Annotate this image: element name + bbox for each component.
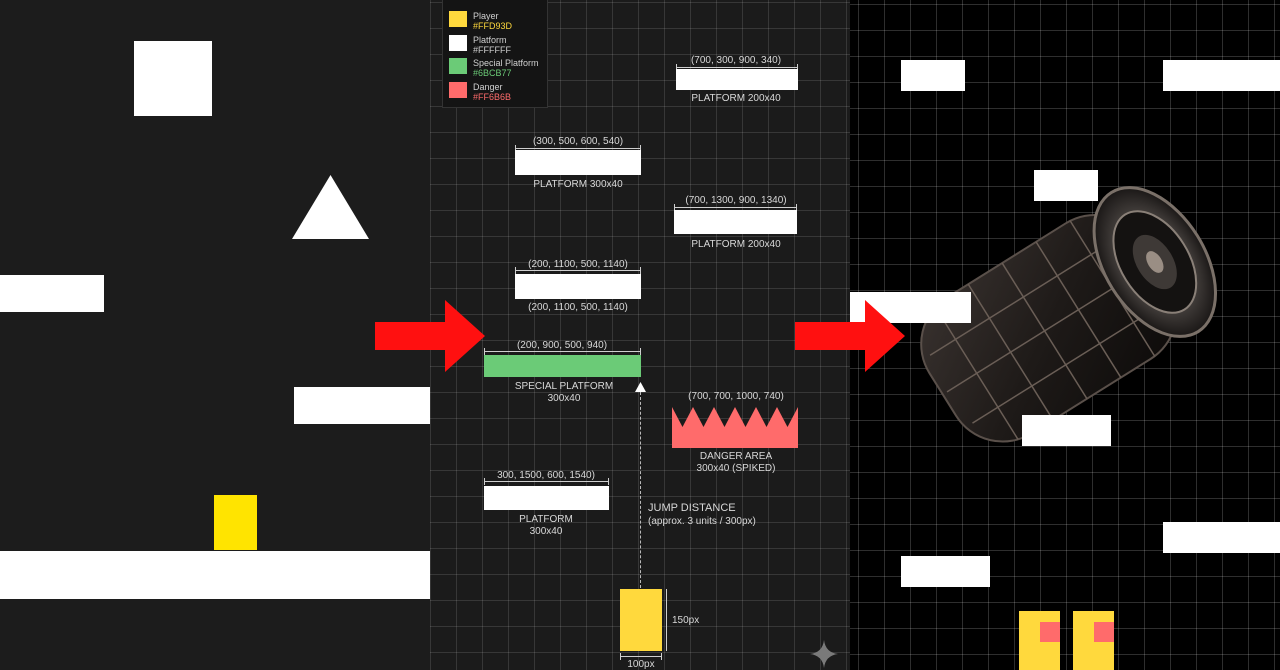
platform-coords-label: 300, 1500, 600, 1540) [497,470,595,481]
legend-swatch-player [449,11,467,27]
platform-caption: (200, 1100, 500, 1140) [528,302,628,313]
legend-swatch-platform [449,35,467,51]
left-ledge-platform [0,275,104,312]
special-platform-size: 300x40 [547,393,581,404]
right-ledge-platform [294,387,430,424]
platform-caption: PLATFORM 200x40 [691,93,781,104]
jump-distance-line [640,392,641,588]
rendered-scene-panel [850,0,1280,670]
platform-size: 300x40 [529,526,563,537]
danger-marker [1040,622,1060,642]
dimension-line [484,348,641,358]
platform-middle [1022,415,1111,446]
platform-top-right [1163,60,1280,91]
platform-300x40-lower [484,486,609,510]
legend-label: Danger [473,82,503,92]
ground-platform [0,551,430,599]
game-scene-panel [0,0,430,670]
danger-caption: DANGER AREA [699,451,773,462]
barrel-icon [920,186,1218,443]
platform-300x40-middle [515,274,641,299]
legend-hex: #FF6B6B [473,92,512,102]
legend-hex: #6BCB77 [473,68,512,78]
legend-label: Platform [473,35,507,45]
platform-caption: PLATFORM [519,514,573,525]
blueprint-panel: Player #FFD93D Platform #FFFFFF Special … [430,0,850,670]
platform-coords-label: (300, 500, 600, 540) [532,136,624,147]
sparkle-icon [810,640,838,668]
platform-upper-small [1034,170,1098,201]
legend-swatch-special [449,58,467,74]
special-platform-coords-label: (200, 900, 500, 940) [516,340,608,351]
player-block [620,589,662,651]
dimension-line [515,267,641,277]
player-width-label: 100px [627,659,655,670]
platform-lower-left [901,556,990,587]
dimension-line [484,478,609,488]
platform-200x40-middle [674,210,797,234]
dimension-line [674,204,797,214]
arrow-right-icon [795,300,905,372]
mechanical-barrel-object [900,165,1240,465]
legend-label: Player [473,11,499,21]
spike-danger-area [672,407,798,448]
floating-square-block [134,41,212,116]
legend-swatch-danger [449,82,467,98]
platform-caption: PLATFORM 200x40 [691,239,781,250]
triangle-spike-icon [292,175,369,239]
dimension-line [515,145,641,155]
platform-caption: PLATFORM 300x40 [533,179,623,190]
jump-distance-title: JUMP DISTANCE [648,502,736,514]
platform-300x40-upper [515,150,641,175]
platform-coords-label: (700, 1300, 900, 1340) [685,195,787,206]
player-block [214,495,257,550]
platform-top-left [901,60,965,91]
platform-lower-right [1163,522,1280,553]
arrow-right-icon [375,300,485,372]
danger-marker [1094,622,1114,642]
platform-200x40-top [676,69,798,90]
platform-coords-label: (200, 1100, 500, 1140) [528,259,628,270]
color-legend: Player #FFD93D Platform #FFFFFF Special … [442,0,548,108]
height-dimension-line [666,589,667,651]
legend-label: Special Platform [473,58,539,68]
platform-coords-label: (700, 300, 900, 340) [690,55,782,66]
width-dimension-line [620,653,662,663]
legend-hex: #FFFFFF [473,45,511,55]
danger-size: 300x40 (SPIKED) [696,463,776,474]
special-platform [484,355,641,377]
special-platform-caption: SPECIAL PLATFORM [514,381,614,392]
arrow-up-icon [635,382,646,392]
jump-distance-subtitle: (approx. 3 units / 300px) [648,516,756,527]
dimension-line [676,64,798,74]
legend-hex: #FFD93D [473,21,513,31]
danger-coords-label: (700, 700, 1000, 740) [688,391,784,402]
player-height-label: 150px [672,615,700,626]
